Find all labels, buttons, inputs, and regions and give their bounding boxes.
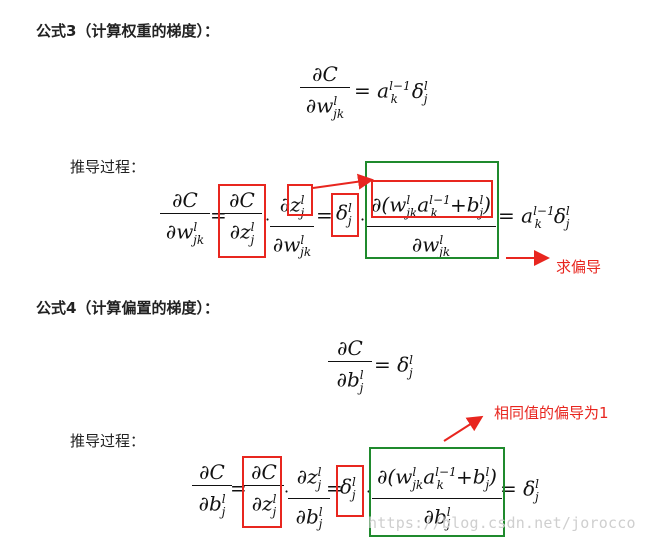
- dC-dw-fraction: ∂C ∂wljk: [300, 62, 350, 126]
- d2-dC-dz-box: [242, 456, 282, 528]
- d2-dC-dz: ∂C ∂zlj: [244, 460, 284, 524]
- formula4-heading: 公式4（计算偏置的梯度）：: [36, 299, 219, 317]
- d1-inner-green-box: [365, 161, 499, 259]
- same-value-derivative-note: 相同值的偏导为1: [494, 404, 609, 422]
- d2-delta: δlj: [340, 474, 356, 502]
- d2-dC-db: ∂C ∂blj: [192, 460, 232, 524]
- partial-derivative-note: 求偏导: [556, 258, 602, 276]
- d1-inner-fraction: ∂(wljkal−1k+blj) ∂wljk: [366, 188, 496, 264]
- dz-to-inner-arrow: [312, 173, 374, 190]
- d1-delta-box: [331, 193, 359, 237]
- d2-dz-db: ∂zlj ∂blj: [288, 460, 330, 536]
- d1-dC-dz-box: [218, 184, 266, 258]
- derivation1-label: 推导过程：: [70, 158, 146, 176]
- d1-delta: δlj: [336, 200, 352, 228]
- d2-inner-green-box: [369, 447, 505, 537]
- d1-dz-box: [287, 184, 313, 216]
- dC-db-fraction: ∂C ∂blj: [328, 336, 372, 400]
- d1-dC-dw: ∂C ∂wljk: [160, 188, 210, 252]
- formula3-heading: 公式3（计算权重的梯度）：: [36, 22, 219, 40]
- same-value-arrow: [443, 415, 484, 442]
- d2-inner-fraction: ∂(wljkal−1k+blj) ∂blj: [372, 460, 502, 536]
- d1-dz-dw: ∂zlj ∂wljk: [270, 188, 314, 264]
- derivation2-label: 推导过程：: [70, 432, 146, 450]
- d2-delta-box: [336, 465, 364, 517]
- d1-dC-dz: ∂C ∂zlj: [222, 188, 262, 252]
- watermark: https://blog.csdn.net/jorocco: [368, 514, 636, 532]
- d1-inner-red-box: [371, 180, 493, 218]
